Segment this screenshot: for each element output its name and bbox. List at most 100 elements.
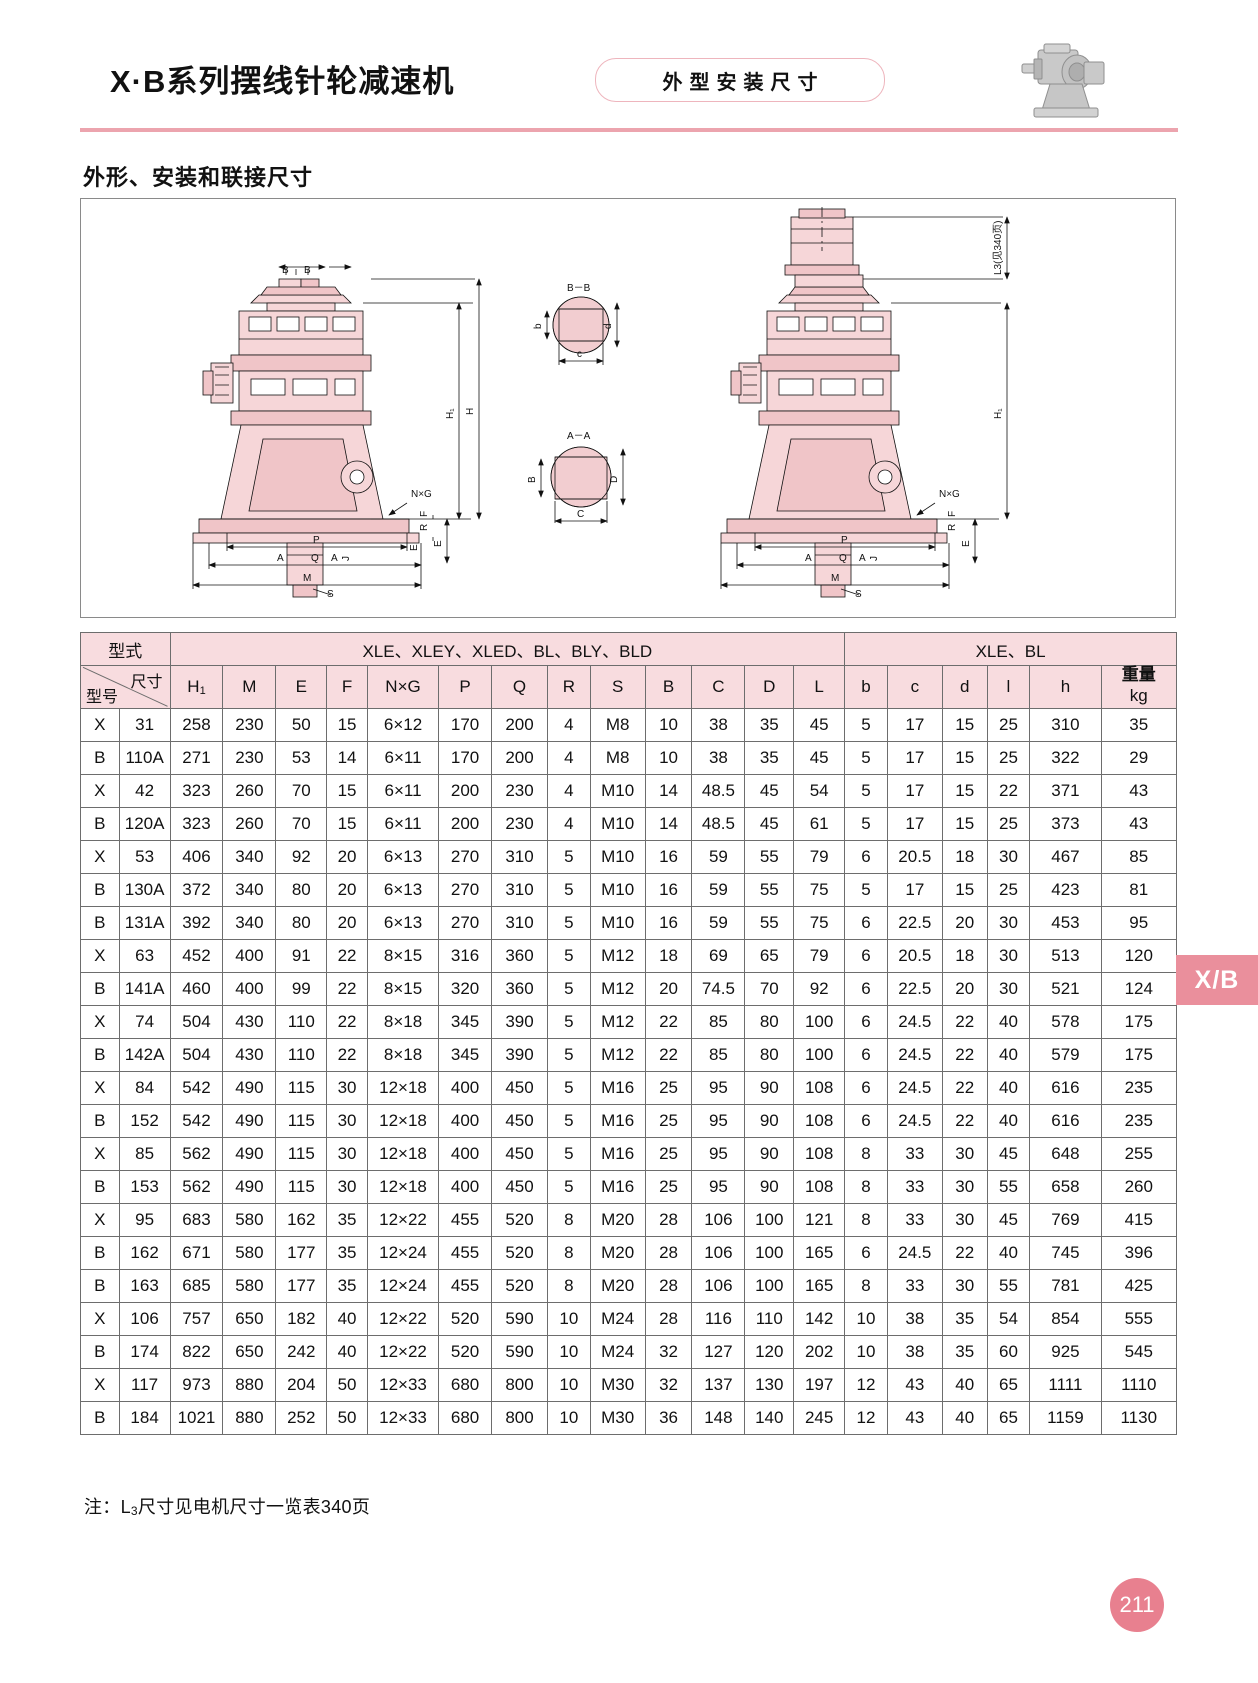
cell-r: 8 xyxy=(546,1268,591,1303)
cell-b: 5 xyxy=(844,740,888,775)
cell-ng: 6×11 xyxy=(366,806,440,841)
cell-d: 90 xyxy=(744,1070,795,1105)
cell-weight: 260 xyxy=(1100,1169,1178,1204)
cell-l: 60 xyxy=(986,1334,1031,1369)
cell-e: 242 xyxy=(275,1334,328,1369)
cell-c: 106 xyxy=(691,1235,746,1270)
cell-weight: 545 xyxy=(1100,1334,1178,1369)
cell-q: 230 xyxy=(491,773,548,808)
cell-ng: 12×24 xyxy=(366,1268,440,1303)
cell-s: M16 xyxy=(589,1136,646,1171)
table-corner-cell: 尺寸 型号 xyxy=(80,665,171,709)
svg-text:R: R xyxy=(947,524,958,531)
cell-e: 80 xyxy=(275,905,328,940)
svg-text:E: E xyxy=(961,540,972,547)
cell-r: 8 xyxy=(546,1235,591,1270)
cell-m: 340 xyxy=(222,905,277,940)
cell-c: 59 xyxy=(691,872,746,907)
cell-c: 22.5 xyxy=(886,971,943,1006)
cell-p: 270 xyxy=(438,839,493,874)
svg-text:B－B: B－B xyxy=(567,283,591,294)
cell-q: 800 xyxy=(491,1367,548,1402)
cell-c: 69 xyxy=(691,938,746,973)
cell-l: 108 xyxy=(793,1103,846,1138)
cell-c: 148 xyxy=(691,1400,746,1435)
cell-l: 45 xyxy=(986,1202,1031,1237)
cell-l: 55 xyxy=(986,1169,1031,1204)
cell-f: 20 xyxy=(326,872,368,907)
cell-m: 430 xyxy=(222,1004,277,1039)
cell-ng: 6×13 xyxy=(366,872,440,907)
cell-l: 108 xyxy=(793,1136,846,1171)
cell-ng: 6×12 xyxy=(366,707,440,742)
cell-m: 260 xyxy=(222,806,277,841)
side-tab-xb[interactable]: X/B xyxy=(1176,955,1258,1005)
cell-l: 45 xyxy=(793,740,846,775)
cell-series: X xyxy=(80,839,120,874)
cell-m: 650 xyxy=(222,1334,277,1369)
cell-series: B xyxy=(80,1103,120,1138)
group-type-label: 型式 xyxy=(80,632,171,666)
cell-h: 854 xyxy=(1029,1301,1102,1336)
dimension-drawing: B B xyxy=(80,198,1176,618)
cell-d: 35 xyxy=(744,707,795,742)
cell-b: 18 xyxy=(644,938,693,973)
cell-s: M10 xyxy=(589,905,646,940)
cell-h1: 323 xyxy=(169,773,224,808)
cell-b: 5 xyxy=(844,773,888,808)
col-header-e: E xyxy=(275,665,328,709)
footnote: 注：L3尺寸见电机尺寸一览表340页 xyxy=(84,1497,371,1518)
svg-text:A－A: A－A xyxy=(567,431,591,442)
cell-m: 400 xyxy=(222,971,277,1006)
svg-text:F: F xyxy=(947,511,958,517)
cell-h: 616 xyxy=(1029,1103,1102,1138)
cell-q: 450 xyxy=(491,1136,548,1171)
cell-l: 245 xyxy=(793,1400,846,1435)
cell-p: 400 xyxy=(438,1070,493,1105)
cell-q: 390 xyxy=(491,1037,548,1072)
cell-s: M24 xyxy=(589,1334,646,1369)
cell-e: 204 xyxy=(275,1367,328,1402)
cell-b: 12 xyxy=(844,1367,888,1402)
cell-ng: 12×18 xyxy=(366,1136,440,1171)
cell-h: 579 xyxy=(1029,1037,1102,1072)
cell-h: 578 xyxy=(1029,1004,1102,1039)
cell-b: 25 xyxy=(644,1169,693,1204)
cell-b: 16 xyxy=(644,905,693,940)
cell-series: B xyxy=(80,1400,120,1435)
cell-l: 40 xyxy=(986,1004,1031,1039)
cell-c: 24.5 xyxy=(886,1235,943,1270)
cell-d: 45 xyxy=(744,806,795,841)
svg-text:C: C xyxy=(577,509,584,520)
col-header-d: D xyxy=(744,665,795,709)
cell-q: 520 xyxy=(491,1268,548,1303)
cell-b: 32 xyxy=(644,1367,693,1402)
cell-d: 35 xyxy=(941,1334,988,1369)
cell-l: 45 xyxy=(986,1136,1031,1171)
cell-h1: 671 xyxy=(169,1235,224,1270)
cell-h: 925 xyxy=(1029,1334,1102,1369)
cell-d: 22 xyxy=(941,1235,988,1270)
cell-f: 22 xyxy=(326,971,368,1006)
cell-e: 50 xyxy=(275,707,328,742)
cell-d: 80 xyxy=(744,1037,795,1072)
cell-ng: 12×18 xyxy=(366,1169,440,1204)
col-header-h-small: h xyxy=(1029,665,1102,709)
cell-m: 490 xyxy=(222,1103,277,1138)
cell-h: 745 xyxy=(1029,1235,1102,1270)
cell-s: M10 xyxy=(589,839,646,874)
col-header-f: F xyxy=(326,665,368,709)
cell-r: 5 xyxy=(546,839,591,874)
cell-l: 25 xyxy=(986,806,1031,841)
cell-l: 40 xyxy=(986,1070,1031,1105)
cell-m: 580 xyxy=(222,1202,277,1237)
header-badge-label: 外型安装尺寸 xyxy=(662,71,825,94)
cell-s: M20 xyxy=(589,1268,646,1303)
cell-e: 115 xyxy=(275,1136,328,1171)
cell-model: 117 xyxy=(118,1367,171,1402)
